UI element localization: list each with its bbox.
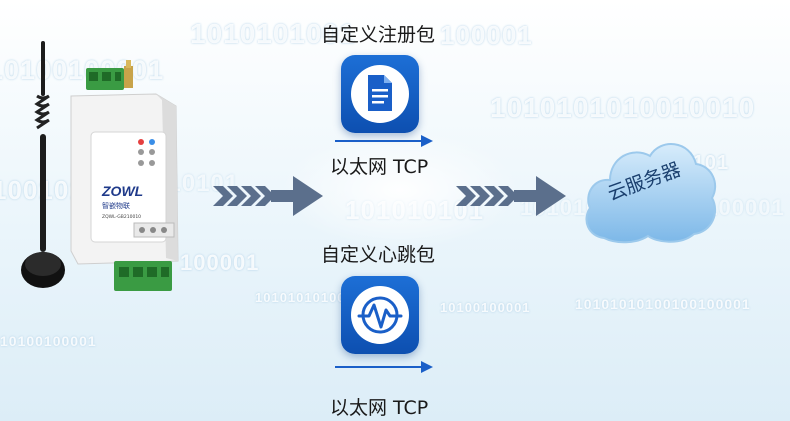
background-binary-text: 10101010100100100001: [575, 296, 751, 312]
registration-packet-title: 自定义注册包: [321, 24, 436, 46]
arrow-right-icon: [335, 135, 433, 147]
background-binary-text: 10100100001: [0, 55, 165, 85]
registration-packet-tile: [341, 55, 419, 133]
chevron-arrow-left: [213, 176, 323, 216]
cloud-server-icon: [585, 143, 717, 244]
arrow-right-icon: [335, 361, 433, 373]
background-binary-text: 1010101010010010: [490, 92, 756, 123]
svg-text:智嵌物联: 智嵌物联: [102, 201, 130, 210]
heartbeat-packet-tile: [341, 276, 419, 354]
heartbeat-pulse-icon: [357, 296, 403, 334]
background-binary-text: 101010101001: [255, 290, 354, 305]
background-binary-text: 10100100001: [0, 333, 97, 349]
background-binary-text: 100001: [180, 250, 260, 275]
document-icon: [368, 75, 392, 111]
background-binary-text: 10100100001: [440, 300, 531, 315]
chevron-arrow-right: [456, 176, 566, 216]
din-rail-device: ZOWL 智嵌物联 ZQWL-GB210010: [21, 41, 179, 291]
background-binary-text: 100001: [440, 20, 533, 50]
svg-text:ZQWL-GB210010: ZQWL-GB210010: [102, 214, 141, 220]
heartbeat-packet-title: 自定义心跳包: [321, 244, 436, 266]
ethernet-tcp-label: 以太网 TCP: [330, 397, 429, 419]
background-binary-text: 1010101001: [190, 18, 356, 49]
ethernet-tcp-label: 以太网 TCP: [330, 156, 429, 178]
svg-text:ZOWL: ZOWL: [101, 183, 143, 199]
